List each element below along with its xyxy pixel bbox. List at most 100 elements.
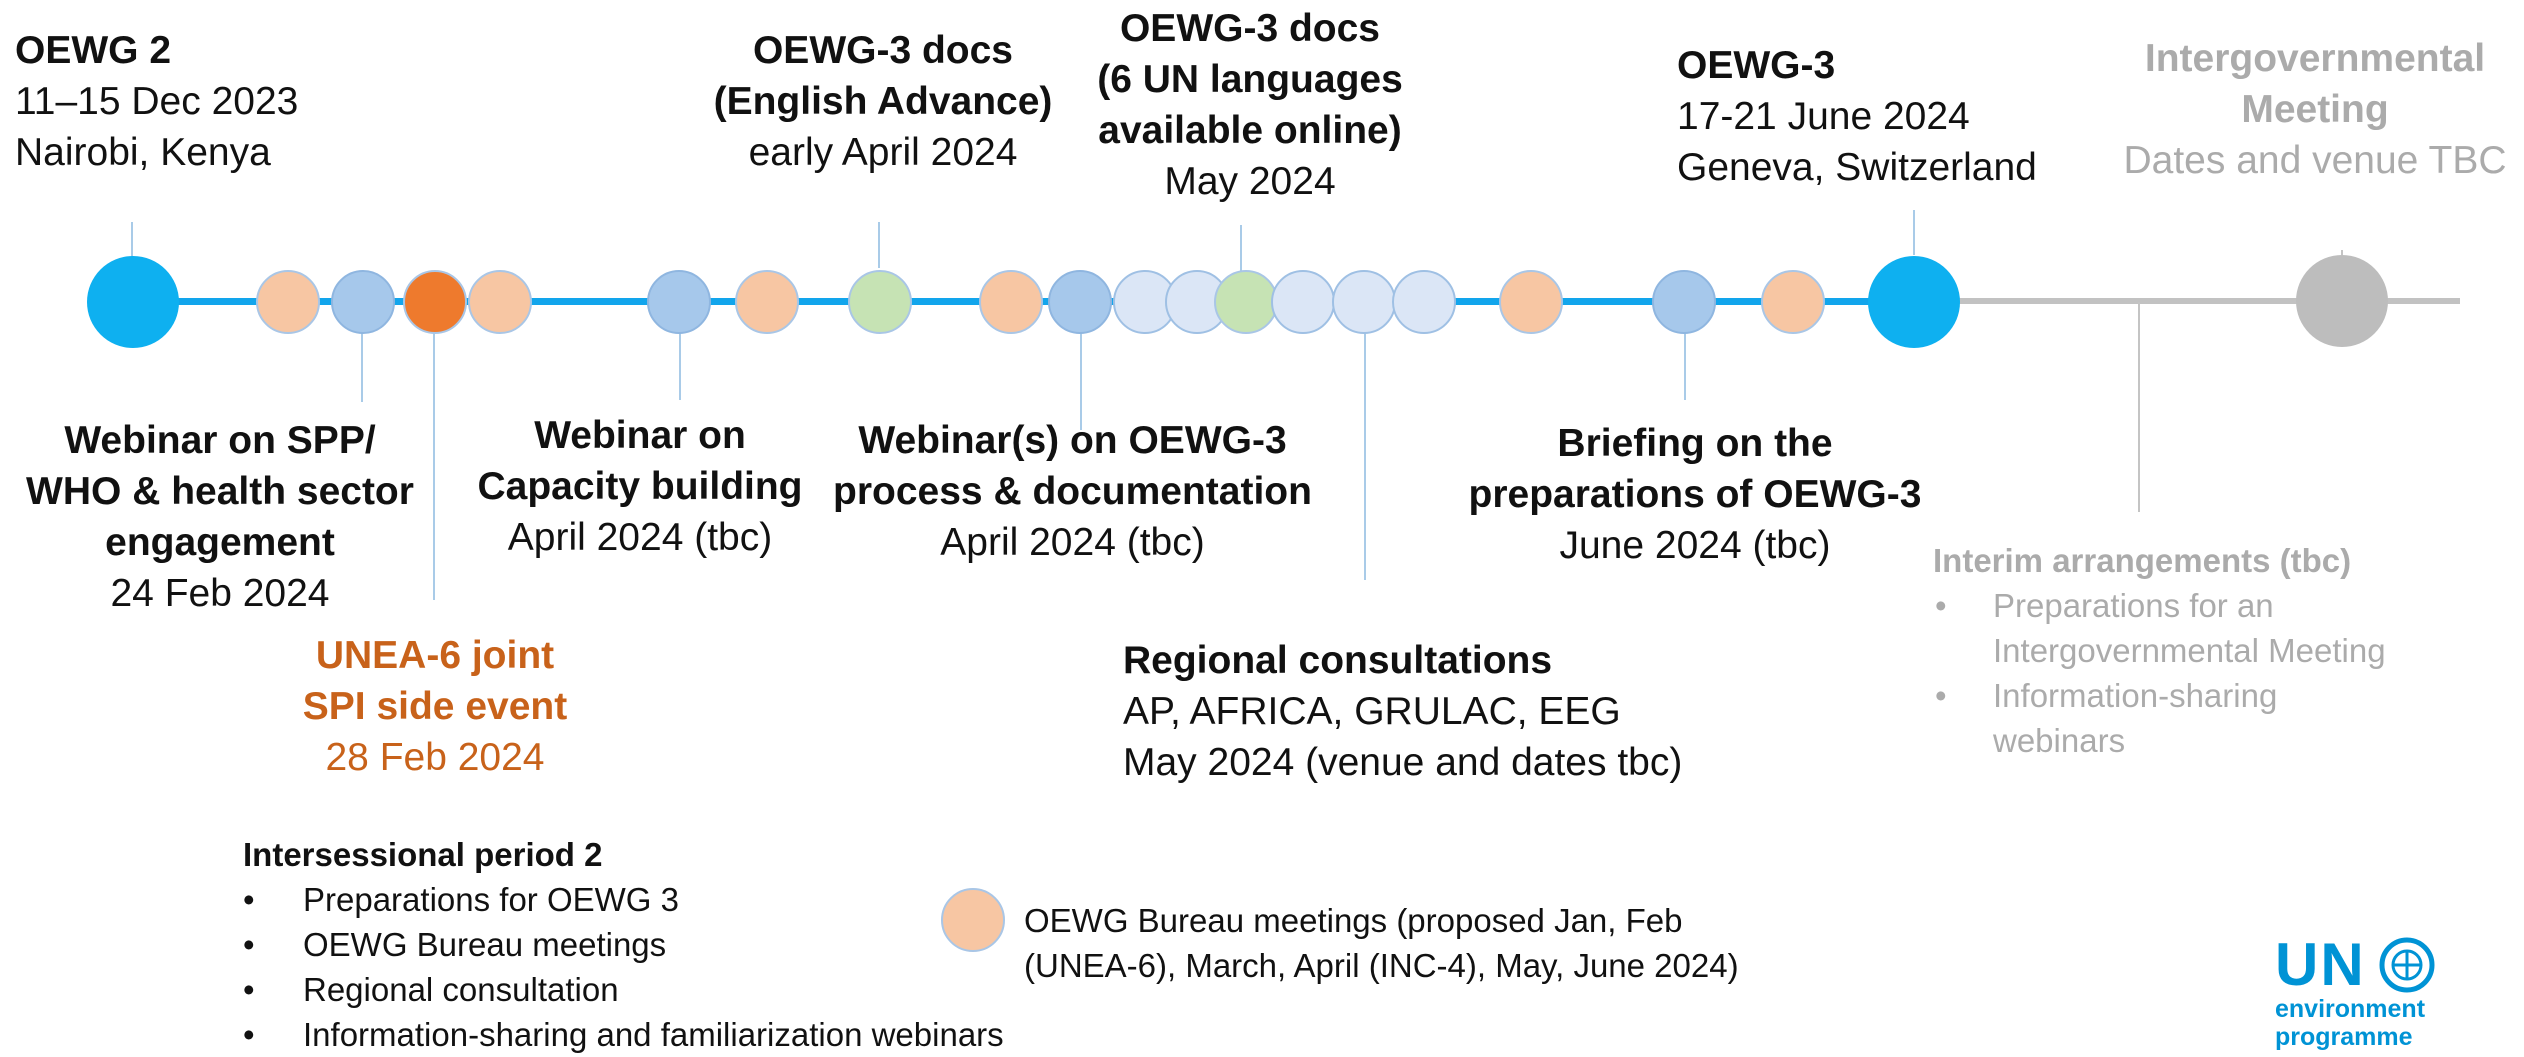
legend-line1: OEWG Bureau meetings (proposed Jan, Feb <box>1024 902 1683 939</box>
webinar-capacity-date: April 2024 (tbc) <box>507 516 773 559</box>
interim-item-text: Intergovernmental Meeting <box>1993 632 2386 669</box>
igm-note: Dates and venue TBC <box>2123 139 2507 182</box>
docs-un-dot <box>1214 270 1278 334</box>
webinar-process-date: April 2024 (tbc) <box>940 521 1205 564</box>
webinar-capacity-line1: Webinar on <box>534 414 746 457</box>
intersessional-section: Intersessional period 2 Preparations for… <box>243 832 1004 1057</box>
legend-line2: (UNEA-6), March, April (INC-4), May, Jun… <box>1024 947 1739 984</box>
webinar-capacity-label: Webinar on Capacity building April 2024 … <box>465 410 815 563</box>
regional-label: Regional consultations AP, AFRICA, GRULA… <box>1123 635 1682 788</box>
docs-un-line2: (6 UN languages <box>1097 58 1403 101</box>
unea6-label: UNEA-6 joint SPI side event 28 Feb 2024 <box>260 630 610 783</box>
docs-un-date: May 2024 <box>1164 160 1336 203</box>
connector-igm <box>2341 250 2343 255</box>
webinar-process-line2: process & documentation <box>833 470 1312 513</box>
webinar-spp-line3: engagement <box>105 521 335 564</box>
bureau-meeting-dot <box>979 270 1043 334</box>
oewg2-dates: 11–15 Dec 2023 <box>15 80 299 123</box>
webinar-process-label: Webinar(s) on OEWG-3 process & documenta… <box>820 415 1325 568</box>
webinar-capacity-line2: Capacity building <box>477 465 803 508</box>
interim-title: Interim arrangements (tbc) <box>1933 542 2352 579</box>
connector-interim <box>2138 302 2140 512</box>
docs-english-line2: (English Advance) <box>713 80 1053 123</box>
bureau-meeting-dot <box>1761 270 1825 334</box>
intersessional-title: Intersessional period 2 <box>243 836 603 873</box>
interim-item-text: Information-sharing <box>1993 677 2278 714</box>
intersessional-list: Preparations for OEWG 3 OEWG Bureau meet… <box>243 877 1004 1057</box>
logo-un-text: UN <box>2275 931 2366 998</box>
docs-english-label: OEWG-3 docs (English Advance) early Apri… <box>698 25 1068 178</box>
interim-item-text: Preparations for an <box>1993 587 2274 624</box>
webinar-spp-dot <box>331 270 395 334</box>
docs-english-line1: OEWG-3 docs <box>752 29 1014 72</box>
regional-consultation-dot <box>1392 270 1456 334</box>
logo-sub-programme: programme <box>2275 1023 2413 1051</box>
bureau-meeting-dot <box>468 270 532 334</box>
list-item: Information-sharing and familiarization … <box>243 1012 1004 1057</box>
interim-item: • Preparations for an Intergovernmental … <box>1933 583 2386 673</box>
webinar-capacity-dot <box>647 270 711 334</box>
logo-sub-environment: environment <box>2275 995 2426 1023</box>
un-environment-logo: UN environment programme <box>2275 935 2445 1051</box>
bureau-meeting-dot <box>1499 270 1563 334</box>
briefing-date: June 2024 (tbc) <box>1559 524 1831 567</box>
unea6-line2: SPI side event <box>302 685 568 728</box>
oewg2-milestone-dot <box>87 256 179 348</box>
un-emblem-icon <box>2379 937 2435 993</box>
docs-un-label: OEWG-3 docs (6 UN languages available on… <box>1070 3 1430 207</box>
docs-un-line1: OEWG-3 docs <box>1119 7 1381 50</box>
briefing-label: Briefing on the preparations of OEWG-3 J… <box>1450 418 1940 571</box>
oewg3-title: OEWG-3 <box>1677 44 1836 87</box>
oewg3-dates: 17-21 June 2024 <box>1677 95 1970 138</box>
bureau-meeting-dot <box>256 270 320 334</box>
connector-oewg2 <box>131 222 133 288</box>
oewg2-title: OEWG 2 <box>15 29 172 72</box>
connector-docs-un <box>1240 225 1242 271</box>
webinar-process-line1: Webinar(s) on OEWG-3 <box>858 419 1287 462</box>
igm-label: Intergovernmental Meeting Dates and venu… <box>2105 33 2524 186</box>
oewg2-label: OEWG 2 11–15 Dec 2023 Nairobi, Kenya <box>15 25 298 178</box>
legend-text: OEWG Bureau meetings (proposed Jan, Feb … <box>1024 898 1739 988</box>
list-item: OEWG Bureau meetings <box>243 922 1004 967</box>
connector-unea6 <box>433 330 435 600</box>
connector-webinar-process <box>1080 330 1082 430</box>
webinar-spp-line1: Webinar on SPP/ <box>64 419 376 462</box>
webinar-spp-label: Webinar on SPP/ WHO & health sector enga… <box>5 415 435 619</box>
briefing-dot <box>1652 270 1716 334</box>
docs-english-dot <box>848 270 912 334</box>
docs-un-line3: available online) <box>1098 109 1402 152</box>
webinar-spp-line2: WHO & health sector <box>26 470 414 513</box>
interim-label: Interim arrangements (tbc) • Preparation… <box>1933 538 2386 763</box>
oewg3-milestone-dot <box>1868 256 1960 348</box>
docs-english-date: early April 2024 <box>748 131 1018 174</box>
briefing-line2: preparations of OEWG-3 <box>1468 473 1922 516</box>
legend-bureau-dot <box>941 888 1005 952</box>
list-item: Preparations for OEWG 3 <box>243 877 1004 922</box>
unea6-line1: UNEA-6 joint <box>315 634 555 677</box>
connector-briefing <box>1684 330 1686 400</box>
connector-oewg3 <box>1913 210 1915 255</box>
igm-milestone-dot <box>2296 255 2388 347</box>
regional-consultation-dot <box>1332 270 1396 334</box>
webinar-spp-date: 24 Feb 2024 <box>110 572 330 615</box>
connector-webinar-spp <box>361 330 363 402</box>
regional-groups: AP, AFRICA, GRULAC, EEG <box>1123 690 1621 733</box>
oewg3-label: OEWG-3 17-21 June 2024 Geneva, Switzerla… <box>1677 40 2037 193</box>
bureau-meeting-dot <box>735 270 799 334</box>
regional-date: May 2024 (venue and dates tbc) <box>1123 741 1683 784</box>
interim-item: • Information-sharing webinars <box>1933 673 2386 763</box>
oewg2-venue: Nairobi, Kenya <box>15 131 271 174</box>
connector-regional <box>1364 330 1366 580</box>
regional-consultation-dot <box>1271 270 1335 334</box>
igm-line2: Meeting <box>2241 88 2389 131</box>
oewg3-venue: Geneva, Switzerland <box>1677 146 2037 189</box>
briefing-line1: Briefing on the <box>1557 422 1833 465</box>
connector-webinar-capacity <box>679 330 681 400</box>
regional-title: Regional consultations <box>1123 639 1553 682</box>
interim-item-text: webinars <box>1993 722 2126 759</box>
connector-docs-english <box>878 222 880 268</box>
timeline-line-future <box>1916 298 2460 304</box>
unea6-date: 28 Feb 2024 <box>325 736 545 779</box>
webinar-process-dot <box>1048 270 1112 334</box>
unea6-event-dot <box>403 270 467 334</box>
